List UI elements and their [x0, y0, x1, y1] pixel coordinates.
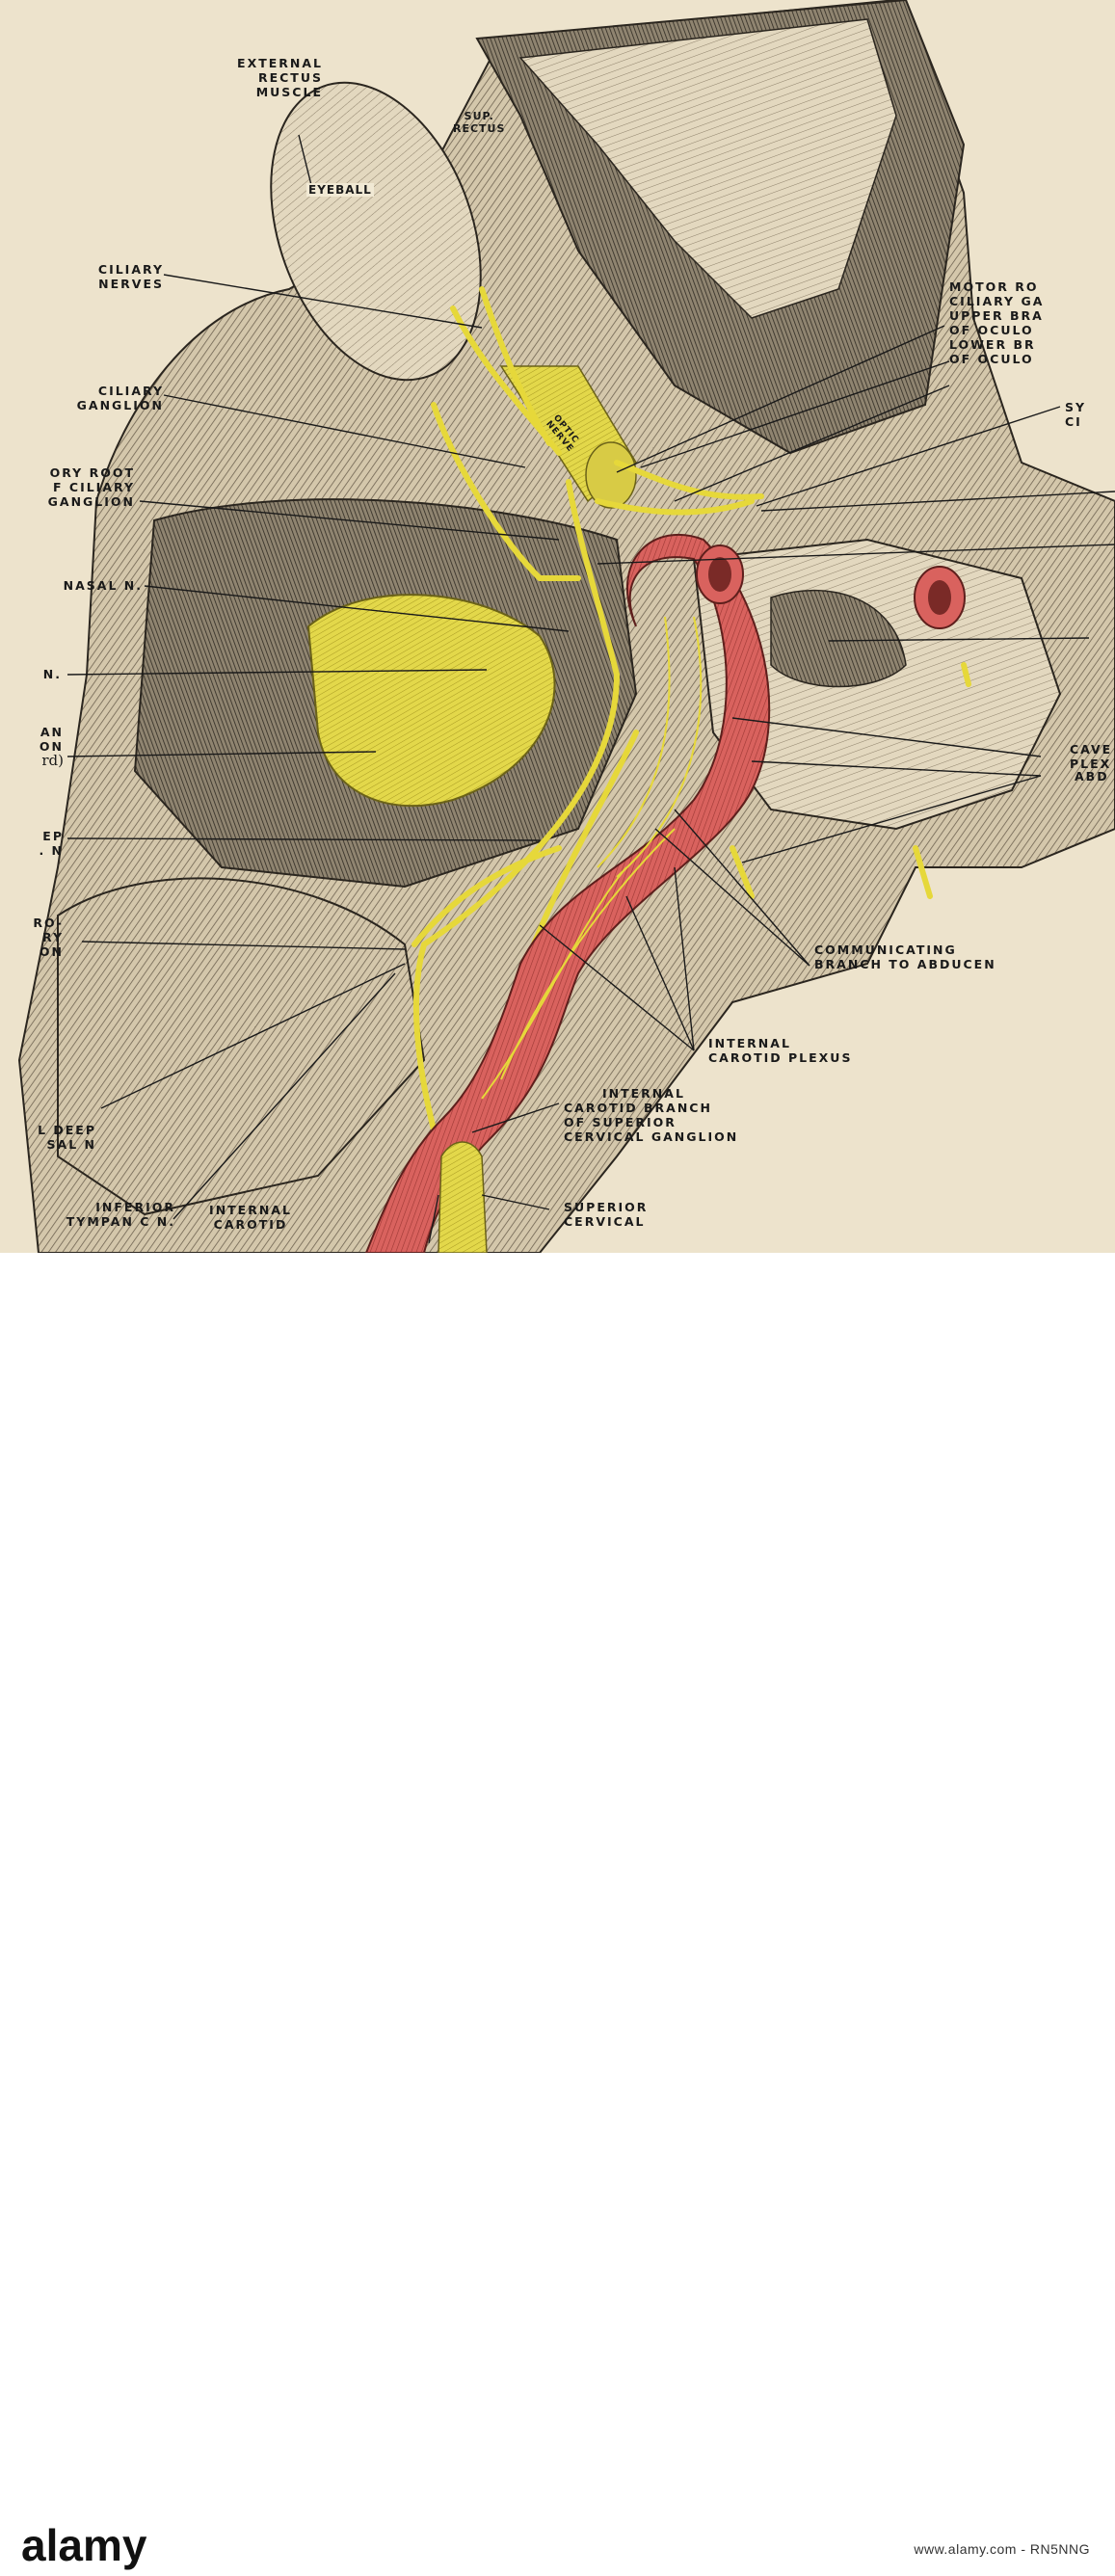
label-nasal-n: NASAL N.: [63, 578, 143, 593]
temporal-bone: [57, 877, 426, 1216]
label-internal-carotid-artery: INTERNAL CAROTID: [209, 1203, 292, 1232]
superior-cervical-ganglion: [438, 1141, 488, 1253]
alamy-logo: alamy: [21, 2520, 147, 2570]
label-eyeball: EYEBALL: [306, 183, 374, 197]
label-motor-root: MOTOR RO CILIARY GA UPPER BRA OF OCULO L…: [949, 279, 1045, 366]
label-ciliary-ganglion: CILIARY GANGLION: [76, 384, 164, 412]
watermark-footer: alamy www.alamy.com - RN5NNG: [0, 1253, 1115, 2570]
label-internal-carotid-branch: INTERNAL CAROTID BRANCH OF SUPERIOR CERV…: [564, 1086, 739, 1144]
eyeball-shape: [270, 81, 482, 382]
artery-lumen-left: [708, 557, 731, 592]
label-superior-cervical: SUPERIOR CERVICAL: [564, 1200, 649, 1229]
svg-text:alamy: alamy: [21, 2520, 147, 2570]
stock-id: www.alamy.com - RN5NNG: [914, 2541, 1090, 2557]
label-n: N.: [42, 667, 62, 681]
label-communicating: COMMUNICATING BRANCH TO ABDUCEN: [814, 943, 996, 971]
leader-lines: [66, 134, 1115, 1244]
orbit-roof-inner: [518, 18, 897, 319]
nerve-fibers: [411, 286, 971, 1198]
label-sup-rectus: SUP. RECTUS: [453, 110, 506, 135]
label-sensory-root: ORY ROOT F CILIARY GANGLION: [47, 465, 135, 509]
label-cave-plex: CAVE PLEX: [1070, 742, 1113, 771]
anatomical-plate: EXTERNAL RECTUS MUSCLE SUP. RECTUS EYEBA…: [0, 0, 1115, 1253]
label-pro-ganglion: RO- RY ON: [33, 916, 64, 959]
internal-carotid-artery-shape: [364, 534, 771, 1253]
optic-nerve-cut: [585, 441, 637, 509]
label-inferior-tympanic: INFERIOR TYMPAN C N.: [66, 1200, 175, 1229]
gasserian-ganglion: [306, 594, 556, 808]
label-gasserian: AN ON rd): [39, 725, 64, 769]
label-internal-carotid-plexus: INTERNAL CAROTID PLEXUS: [708, 1036, 853, 1065]
carotid-plexus-fibers: [481, 616, 703, 1100]
label-small-deep: L DEEP SAL N: [38, 1123, 96, 1152]
label-deep-n: EP . N: [39, 829, 64, 858]
label-abd: ABD: [1075, 769, 1109, 783]
label-external-rectus: EXTERNAL RECTUS MUSCLE: [237, 56, 323, 99]
label-ciliary-nerves: CILIARY NERVES: [97, 262, 164, 291]
label-sy-ci: SY CI: [1065, 400, 1087, 429]
artery-lumen-right: [928, 580, 951, 615]
engraving: [17, 0, 1115, 1253]
sella: [770, 589, 907, 688]
